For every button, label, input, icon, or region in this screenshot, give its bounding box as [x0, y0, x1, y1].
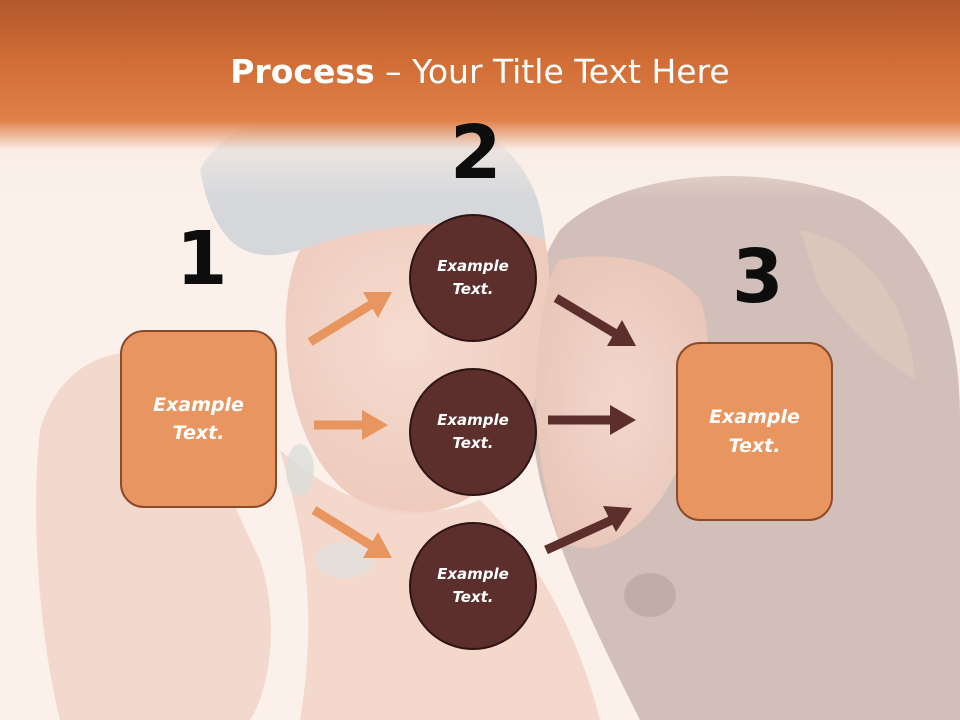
step-1-box: Example Text. [120, 330, 277, 508]
step-number-3: 3 [732, 234, 784, 320]
step-3-text: Example Text. [709, 406, 800, 457]
step-2-circle-bottom: Example Text. [409, 522, 537, 650]
step-2-circle-middle: Example Text. [409, 368, 537, 496]
arrow-1-to-top [307, 292, 392, 346]
title-bold: Process [230, 52, 375, 91]
arrow-middle-to-3 [548, 405, 636, 435]
arrow-bottom-to-3 [544, 506, 632, 555]
circle-top-text: Example Text. [437, 256, 509, 298]
step-number-1: 1 [176, 216, 228, 302]
step-3-box: Example Text. [676, 342, 833, 521]
arrow-1-to-bottom [311, 506, 392, 558]
circle-bottom-text: Example Text. [437, 564, 509, 606]
step-number-2: 2 [450, 110, 502, 196]
arrow-1-to-middle [314, 410, 388, 440]
title-band [0, 0, 960, 200]
step-2-circle-top: Example Text. [409, 214, 537, 342]
step-1-text: Example Text. [153, 393, 244, 445]
circle-middle-text: Example Text. [437, 410, 509, 452]
slide-title: Process – Your Title Text Here [0, 52, 960, 91]
title-rest: – Your Title Text Here [374, 52, 730, 91]
arrow-top-to-3 [553, 294, 636, 346]
